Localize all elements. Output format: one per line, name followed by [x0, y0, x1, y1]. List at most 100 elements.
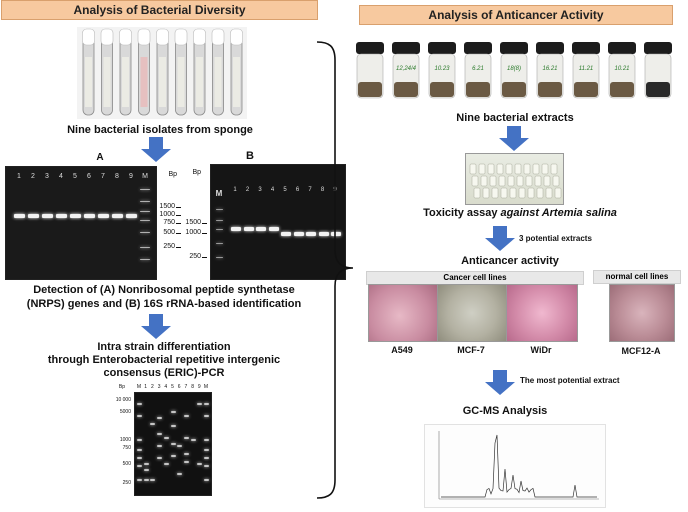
eric-band: [137, 439, 142, 441]
gel-a-bp-mark: 500: [163, 229, 175, 236]
down-arrow-icon: [485, 226, 515, 251]
eric-bp-mark: 750: [122, 445, 131, 451]
extract-jar: [608, 42, 636, 99]
eric-band: [157, 417, 163, 419]
extract-jar: [356, 42, 384, 99]
eric-band: [137, 403, 142, 405]
gel-a-bp-tick: [176, 233, 181, 234]
gel-a-band: [126, 214, 137, 218]
cell-label-mcf12a: MCF12-A: [621, 346, 661, 356]
gel-b-bp-mark: 1000: [185, 229, 201, 236]
assay-vial: [505, 163, 513, 175]
gel-b-bp-tick: [202, 257, 207, 258]
cell-image-widr: [506, 284, 578, 342]
gel-a-lane-number: 7: [101, 173, 105, 180]
gel-b-band: [281, 232, 291, 236]
assay-vial: [469, 163, 477, 175]
test-tube: [193, 28, 206, 116]
eric-lane-label: 8: [191, 384, 194, 390]
gcms-chromatogram: [424, 424, 606, 508]
eric-band: [183, 453, 189, 455]
assay-vial: [545, 187, 553, 199]
eric-caption-line-3: consensus (ERIC)-PCR: [103, 367, 225, 379]
eric-lane-label: 2: [151, 384, 154, 390]
assay-vial: [489, 175, 497, 187]
assay-vial: [471, 175, 479, 187]
test-tube: [230, 28, 243, 116]
assay-vial: [518, 187, 526, 199]
cell-label-widr: WiDr: [530, 345, 552, 355]
eric-band: [163, 437, 169, 439]
down-arrow-icon: [141, 137, 171, 162]
eric-band: [137, 479, 142, 481]
test-tube: [119, 28, 132, 116]
gel-a-bp-title: Bp: [168, 171, 177, 178]
assay-vial: [550, 163, 558, 175]
test-tube: [82, 28, 95, 116]
gel-a-ladder-band: [140, 189, 150, 190]
eric-caption-line-1: Intra strain differentiation: [97, 341, 231, 353]
gel-b-band: [293, 232, 304, 236]
gel-a-bp-tick: [176, 247, 181, 248]
eric-band: [204, 415, 209, 417]
eric-band: [204, 403, 209, 405]
test-tube: [156, 28, 169, 116]
assay-vial: [509, 187, 517, 199]
bracket-connector: [316, 41, 354, 499]
assay-vial: [532, 163, 540, 175]
gel-b-lane-number: 1: [233, 187, 237, 193]
eric-lane-label: M: [203, 384, 209, 390]
assay-vial: [525, 175, 533, 187]
toxicity-caption-organism: against Artemia salina: [500, 207, 617, 219]
cancer-group-title: Cancer cell lines: [443, 273, 507, 282]
jar-label: 16.21: [542, 66, 558, 72]
gel-b-band: [243, 227, 254, 231]
eric-lane-label: 7: [184, 384, 188, 390]
gel-a-band: [14, 214, 25, 218]
assay-vial: [500, 187, 508, 199]
eric-lane-label: 5: [171, 384, 174, 390]
gel-b-bp-title: Bp: [192, 169, 201, 176]
assay-vial: [527, 187, 535, 199]
cell-label-a549: A549: [391, 345, 413, 355]
down-arrow-icon: [141, 314, 171, 339]
assay-vial: [552, 175, 560, 187]
eric-band: [157, 445, 163, 447]
gel-b-bp-tick: [202, 223, 207, 224]
test-tube: [100, 28, 114, 116]
eric-band: [143, 469, 149, 471]
eric-band: [177, 473, 183, 475]
gel-a-band: [84, 214, 95, 218]
gel-a-band: [98, 214, 109, 218]
eric-band: [150, 479, 156, 481]
assay-vial: [543, 175, 551, 187]
eric-lane-label: M: [136, 384, 142, 390]
gel-b-band: [331, 232, 341, 236]
cell-image-a549: [368, 284, 438, 342]
eric-gel-bp-title: Bp: [118, 384, 125, 390]
assay-vial: [480, 175, 488, 187]
gel-a-bp-mark: 250: [163, 243, 175, 250]
eric-band: [157, 433, 163, 435]
gel-a-ladder-band: [140, 232, 150, 233]
potential-extracts-note: 3 potential extracts: [519, 234, 592, 243]
eric-band: [170, 455, 176, 457]
test-tubes-photo: [77, 27, 247, 119]
eric-lane-label: 1: [144, 384, 148, 390]
gel-a-lane-number: 8: [115, 173, 119, 180]
normal-cell-lines-group: normal cell lines: [593, 270, 681, 284]
eric-band: [157, 457, 163, 459]
detection-caption: Detection of (A) Nonribosomal peptide sy…: [26, 284, 302, 310]
eric-band: [197, 463, 203, 465]
assay-vial: [473, 187, 481, 199]
gel-b-ladder-band: [216, 243, 223, 244]
cancer-cell-lines-group: Cancer cell lines: [366, 271, 584, 285]
cell-image-mcf7: [437, 284, 507, 342]
test-tube: [211, 28, 225, 116]
gel-b-lane-number: 8: [320, 187, 325, 193]
toxicity-caption-prefix: Toxicity assay: [423, 207, 501, 219]
eric-band: [204, 465, 209, 467]
